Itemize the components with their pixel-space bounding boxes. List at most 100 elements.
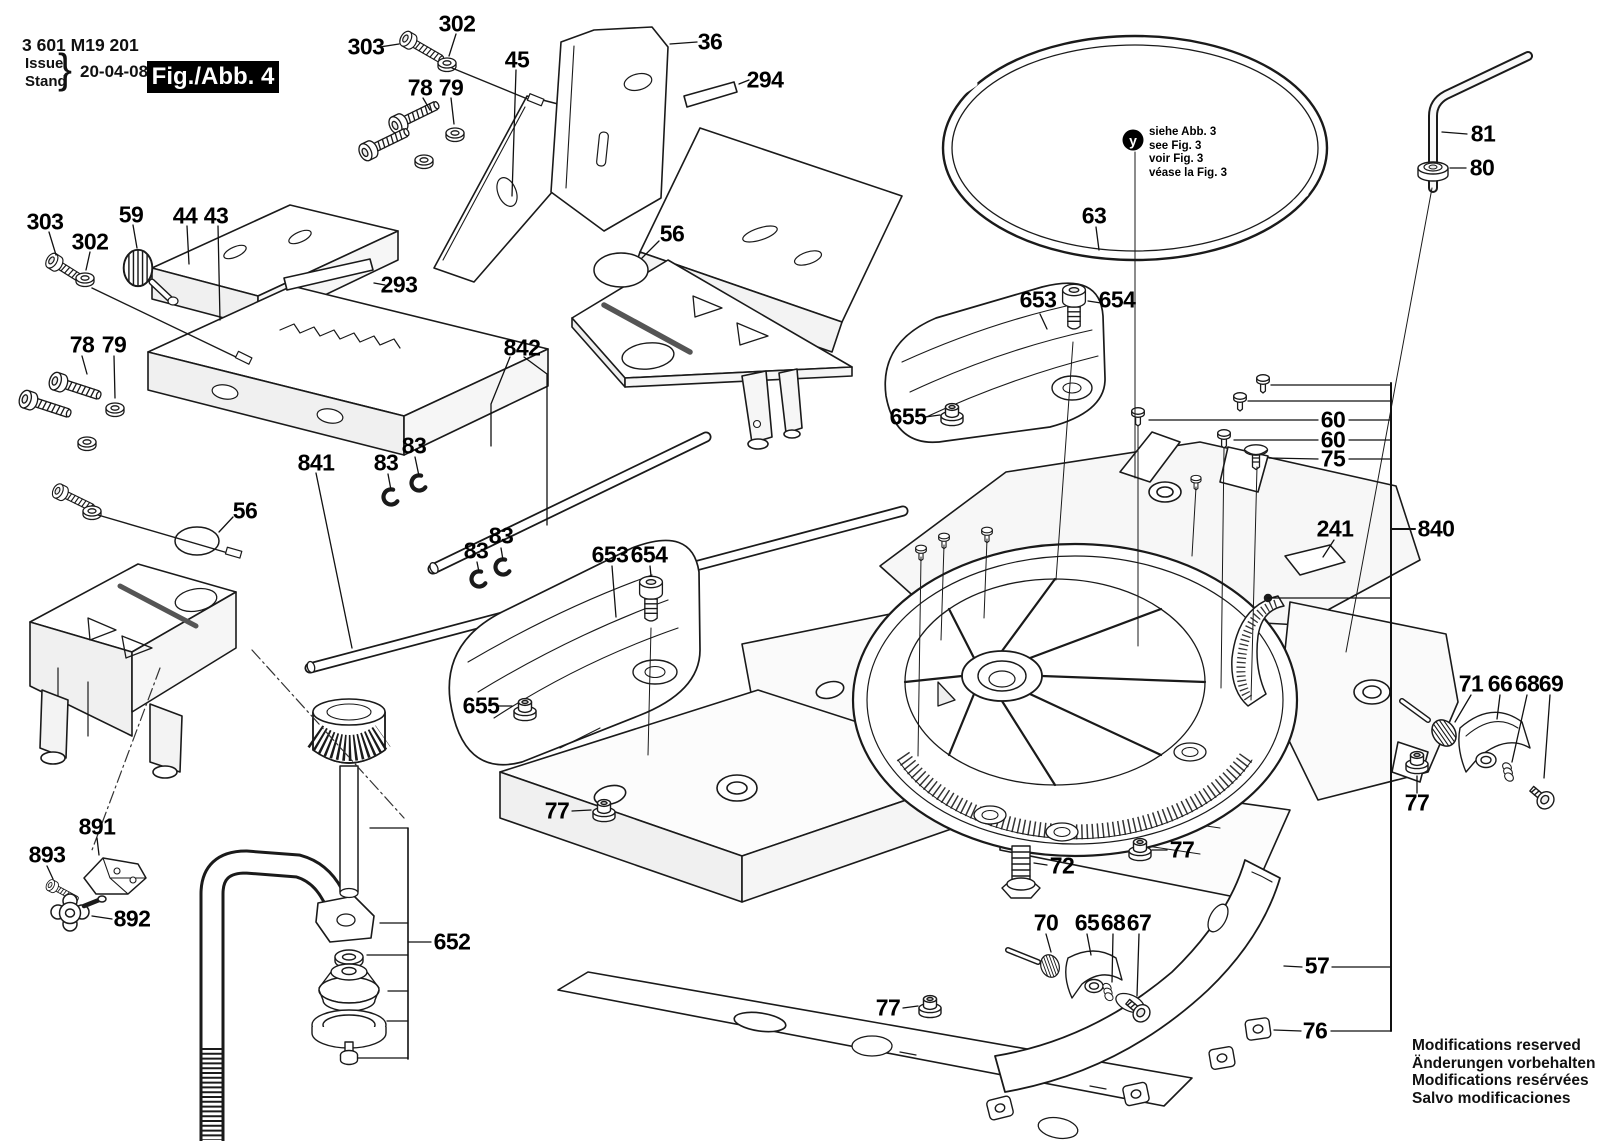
callout-63: 63 — [1081, 202, 1107, 229]
table-insert-top — [571, 252, 853, 450]
callout-76: 76 — [1302, 1017, 1328, 1044]
sticker-241 — [1284, 544, 1346, 576]
callout-56: 56 — [232, 497, 258, 524]
clamp-parts-right — [1399, 698, 1555, 810]
callout-60: 60 — [1320, 426, 1346, 453]
callout-840: 840 — [1417, 515, 1455, 542]
callout-69: 69 — [1538, 670, 1564, 697]
allen-key — [1417, 51, 1533, 193]
callout-44: 44 — [172, 202, 198, 229]
callout-79: 79 — [438, 74, 464, 101]
fence-plates — [283, 26, 903, 353]
callout-68: 68 — [1100, 909, 1126, 936]
callout-56: 56 — [659, 220, 685, 247]
reference-note: siehe Abb. 3 see Fig. 3 voir Fig. 3 véas… — [1149, 126, 1227, 180]
callout-77: 77 — [544, 797, 570, 824]
callout-842: 842 — [503, 334, 541, 361]
callout-893: 893 — [28, 841, 66, 868]
reference-note-line: voir Fig. 3 — [1149, 153, 1204, 165]
callout-43: 43 — [203, 202, 229, 229]
assembly-guide-lines — [647, 151, 1433, 757]
callout-81: 81 — [1470, 120, 1496, 147]
issue-label: Issue — [25, 55, 64, 72]
bolt-72 — [1001, 845, 1041, 899]
callout-77: 77 — [1404, 789, 1430, 816]
modifications-note-line: Modifications reserved — [1412, 1037, 1581, 1054]
part-number: 3 601 M19 201 — [22, 35, 139, 55]
callout-654: 654 — [630, 541, 668, 568]
vernier-scale-piece — [1231, 544, 1346, 707]
locking-ring — [941, 34, 1329, 262]
strip-293 — [283, 258, 374, 291]
callout-78: 78 — [69, 331, 95, 358]
centerlines — [91, 649, 405, 851]
callout-83: 83 — [373, 449, 399, 476]
callout-303: 303 — [347, 33, 385, 60]
callout-57: 57 — [1304, 952, 1330, 979]
knob-59 — [122, 248, 154, 288]
callout-68: 68 — [1514, 670, 1540, 697]
slide-base-left — [29, 526, 237, 779]
callout-841: 841 — [297, 449, 335, 476]
callout-36: 36 — [697, 28, 723, 55]
insert-blob-56 — [593, 252, 649, 288]
callout-66: 66 — [1487, 670, 1513, 697]
callout-303: 303 — [26, 208, 64, 235]
callout-77: 77 — [1169, 836, 1195, 863]
callout-77: 77 — [875, 994, 901, 1021]
callout-83: 83 — [463, 537, 489, 564]
callout-83: 83 — [488, 522, 514, 549]
callout-65: 65 — [1074, 909, 1100, 936]
callout-67: 67 — [1126, 909, 1152, 936]
wing-knob-892 — [50, 893, 107, 932]
figure-title: Fig./Abb. 4 — [147, 61, 279, 93]
callout-83: 83 — [401, 432, 427, 459]
callout-655: 655 — [462, 692, 500, 719]
callout-45: 45 — [504, 46, 530, 73]
callout-70: 70 — [1033, 909, 1059, 936]
callout-655: 655 — [889, 403, 927, 430]
insert-blob-56-left — [174, 526, 220, 556]
callout-79: 79 — [101, 331, 127, 358]
issue-brace: } — [58, 45, 73, 92]
fence-assembly-left — [147, 204, 549, 456]
callout-891: 891 — [78, 813, 116, 840]
callout-653: 653 — [591, 541, 629, 568]
detent-scale-bar — [851, 859, 1281, 1140]
reference-marker: y — [1122, 129, 1144, 151]
cover-mid — [448, 539, 701, 766]
cover-top — [884, 282, 1106, 444]
callout-654: 654 — [1098, 286, 1136, 313]
reference-note-line: véase la Fig. 3 — [1149, 166, 1227, 179]
stand-label: Stand — [25, 73, 67, 90]
callout-59: 59 — [118, 201, 144, 228]
callout-652: 652 — [433, 928, 471, 955]
reference-note-line: siehe Abb. 3 — [1149, 126, 1217, 138]
callout-241: 241 — [1316, 515, 1354, 542]
handle-assembly — [199, 698, 391, 1141]
modifications-note-line: Änderungen vorbehalten — [1412, 1054, 1596, 1072]
callout-71: 71 — [1458, 670, 1484, 697]
callout-60: 60 — [1320, 406, 1346, 433]
modifications-note-line: Salvo modificaciones — [1412, 1089, 1571, 1107]
callout-80: 80 — [1469, 154, 1495, 181]
callout-293: 293 — [380, 271, 418, 298]
callout-302: 302 — [438, 10, 476, 37]
clamp-parts-bottom — [1001, 845, 1151, 1023]
clamp-knob — [307, 698, 391, 899]
modifications-note: Modifications reserved Änderungen vorbeh… — [1412, 1037, 1595, 1107]
misc-fasteners — [16, 28, 1429, 1019]
callout-892: 892 — [113, 905, 151, 932]
issue-date: 20-04-08 — [80, 62, 149, 81]
callout-78: 78 — [407, 74, 433, 101]
callout-72: 72 — [1049, 852, 1075, 879]
callout-75: 75 — [1320, 445, 1346, 472]
callout-653: 653 — [1019, 286, 1057, 313]
callout-302: 302 — [71, 228, 109, 255]
mount-clip-parts — [43, 857, 147, 932]
leader-lines — [46, 33, 1551, 1060]
reference-note-line: see Fig. 3 — [1149, 139, 1202, 152]
modifications-note-line: Modifications resérvées — [1412, 1072, 1589, 1089]
strip-294 — [683, 81, 738, 108]
